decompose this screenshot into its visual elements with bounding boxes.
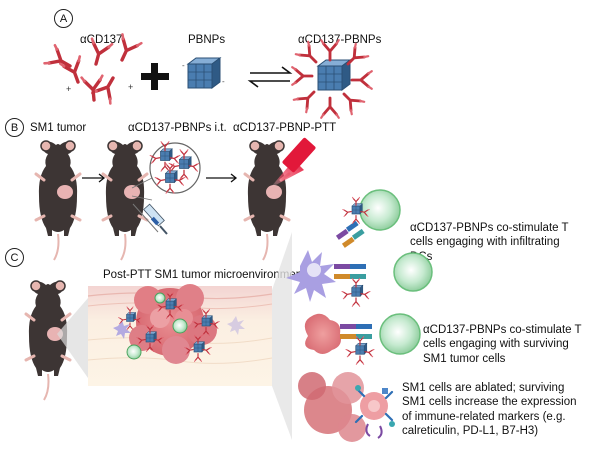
ptt-label: αCD137-PBNP-PTT xyxy=(233,122,337,134)
receptor-pair-1 xyxy=(335,197,369,248)
mouse-tumor xyxy=(34,139,82,262)
conjugate-cluster xyxy=(290,38,374,120)
laser-icon xyxy=(270,137,316,188)
svg-text:+: + xyxy=(128,82,133,92)
tissue-t-cells xyxy=(126,292,188,360)
mouse-injection xyxy=(101,139,149,262)
t-cell-3 xyxy=(379,313,421,355)
equilibrium-arrows xyxy=(247,66,293,88)
antibody-group: + + xyxy=(42,32,144,106)
tumor-cell xyxy=(304,313,341,354)
note-tumor-costimulation: αCD137-PBNPs co-stimulate T cells engagi… xyxy=(423,324,582,365)
zoom-wedge-detail xyxy=(272,232,292,440)
conjugate-inset-circle xyxy=(131,142,201,201)
mouse-c xyxy=(24,279,72,402)
nanoparticle-cluster: - - xyxy=(182,57,225,89)
t-cell-1 xyxy=(359,189,401,231)
panel-b-letter: B xyxy=(5,118,24,137)
arrow-b1 xyxy=(82,173,106,183)
dendritic-cell xyxy=(286,250,336,302)
immune-markers xyxy=(354,385,395,439)
antibody-label: αCD137 xyxy=(80,34,123,46)
receptor-pair-3 xyxy=(340,324,374,364)
arrow-b2 xyxy=(206,173,238,183)
plus-sign xyxy=(141,63,169,90)
mouse-ptt xyxy=(243,139,291,262)
note-dc-costimulation: αCD137-PBNPs co-stimulate T cells engagi… xyxy=(410,222,569,263)
tissue-dendritic-cells xyxy=(113,316,245,339)
ablated-tumor-cells xyxy=(298,372,388,442)
syringe-icon xyxy=(132,203,168,235)
svg-text:-: - xyxy=(182,61,185,70)
tumor-label: SM1 tumor xyxy=(30,122,87,134)
svg-text:+: + xyxy=(66,84,71,94)
zoom-wedge-tissue xyxy=(57,298,88,378)
t-cell-2 xyxy=(393,252,433,292)
injection-label: αCD137-PBNPs i.t. xyxy=(128,122,227,134)
svg-text:-: - xyxy=(222,77,225,86)
panel-c-letter: C xyxy=(5,248,24,267)
panel-a-letter: A xyxy=(54,9,73,28)
nanoparticle-label: PBNPs xyxy=(188,34,226,46)
microenvironment-title: Post-PTT SM1 tumor microenvironment xyxy=(103,269,306,281)
note-ablated-cells: SM1 cells are ablated; surviving SM1 cel… xyxy=(402,382,577,438)
receptor-pair-2 xyxy=(334,264,370,306)
